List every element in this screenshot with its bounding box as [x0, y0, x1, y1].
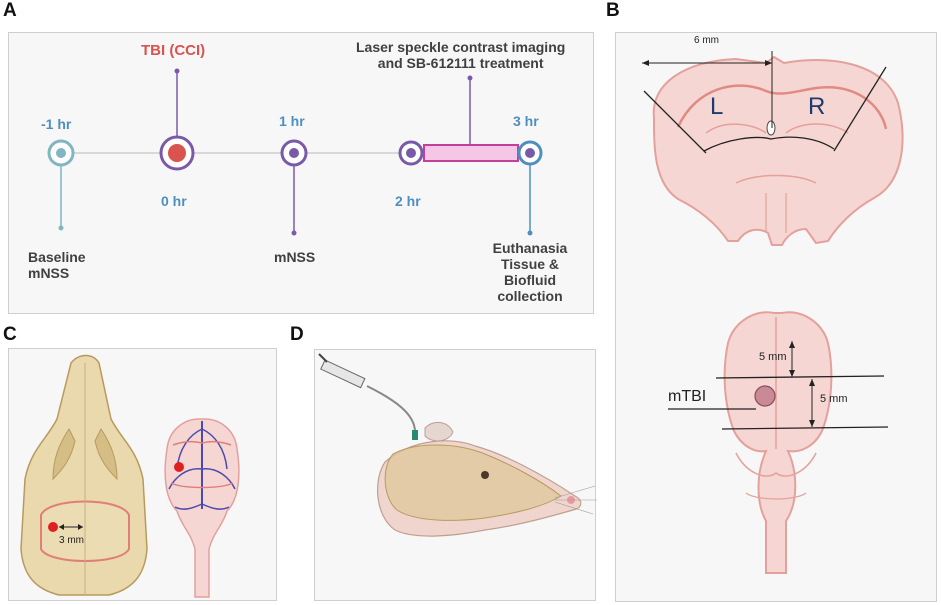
- time-1: 1 hr: [279, 113, 305, 129]
- event-end-line3: Biofluid: [503, 272, 557, 288]
- mtbi-label: mTBI: [668, 388, 707, 405]
- hemisphere-right: R: [808, 93, 826, 120]
- hemisphere-left: L: [710, 93, 724, 120]
- coronal-section: [642, 51, 904, 246]
- small-brain: [164, 418, 240, 598]
- panel-c-skull: 3 mm: [8, 348, 277, 601]
- node-baseline: [47, 139, 75, 167]
- coronal-plane-2: [721, 426, 889, 430]
- rat-head: [376, 422, 597, 537]
- brain-graphic: [642, 51, 904, 574]
- skull-graphic: [20, 354, 240, 598]
- time-2: 2 hr: [395, 193, 421, 209]
- distance-6mm: 6 mm: [694, 35, 719, 46]
- time-0: 0 hr: [161, 193, 187, 209]
- node-injury: [159, 135, 195, 171]
- node-3hr: [517, 140, 543, 166]
- probe-line-right: [833, 66, 887, 152]
- imaging-label: Laser speckle contrast imaging and SB-61…: [356, 39, 565, 71]
- panel-a-timeline: TBI (CCI) Laser speckle contrast imaging…: [8, 32, 594, 314]
- event-end: Euthanasia Tissue & Biofluid collection: [485, 240, 575, 304]
- injury-label: TBI (CCI): [141, 42, 206, 59]
- distance-5mm-upper: 5 mm: [759, 351, 787, 363]
- panel-d-rat: [314, 349, 597, 601]
- panel-letter-d: D: [290, 324, 304, 345]
- event-baseline: Baseline mNSS: [28, 249, 86, 281]
- timeline-graphic: [47, 68, 543, 236]
- dorsal-brain: [668, 311, 889, 574]
- panel-b-brain: 6 mm L R 5 mm 5 mm mTBI: [615, 32, 937, 602]
- rat-graphic: [318, 353, 597, 537]
- event-end-line4: collection: [497, 288, 563, 304]
- event-mnss: mNSS: [274, 249, 316, 265]
- skull-injury-dot: [48, 522, 58, 532]
- distance-5mm-lower: 5 mm: [820, 393, 848, 405]
- panel-letter-b: B: [606, 0, 620, 21]
- event-baseline-line1: Baseline: [28, 249, 86, 265]
- craniotomy-line: [703, 136, 835, 152]
- imaging-label-line1: Laser speckle contrast imaging: [356, 39, 566, 55]
- syringe: [318, 353, 418, 440]
- time-3: 3 hr: [513, 113, 539, 129]
- treatment-bar: [423, 144, 519, 162]
- panel-letter-a: A: [3, 0, 17, 21]
- imaging-label-line2: and SB-612111 treatment: [377, 55, 544, 71]
- panel-letter-c: C: [3, 324, 17, 345]
- coronal-plane-1: [715, 375, 885, 379]
- time-minus1: -1 hr: [41, 116, 72, 132]
- event-end-line1: Euthanasia: [492, 240, 568, 256]
- node-1hr: [280, 139, 308, 167]
- brain-injury-dot: [174, 462, 184, 472]
- event-baseline-line2: mNSS: [28, 265, 70, 281]
- node-2hr: [398, 140, 424, 166]
- event-end-line2: Tissue &: [500, 256, 560, 272]
- skull-distance-label: 3 mm: [59, 535, 84, 546]
- injury-site: [754, 385, 776, 407]
- skull: [20, 354, 148, 596]
- probe-line-left: [643, 90, 707, 154]
